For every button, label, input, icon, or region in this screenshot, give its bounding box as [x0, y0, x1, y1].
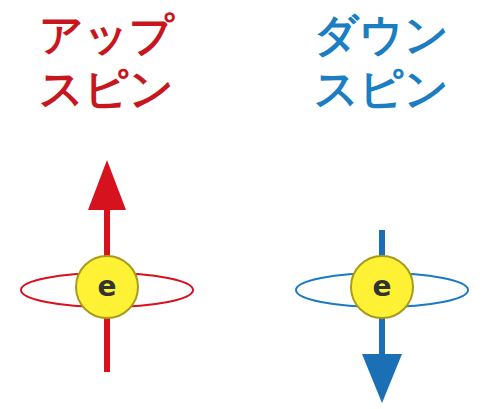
down-spin-figure [296, 230, 468, 403]
electron-symbol: e [98, 273, 117, 301]
spin-heading: ダウン スピン [309, 8, 454, 115]
up-spin-figure [21, 160, 193, 372]
electron-symbol: e [373, 273, 392, 301]
arrow-head [88, 160, 126, 210]
arrow-head [362, 354, 402, 403]
spin-heading: アップ スピン [34, 8, 179, 115]
electron-circle: e [75, 255, 139, 319]
electron-circle: e [350, 255, 414, 319]
